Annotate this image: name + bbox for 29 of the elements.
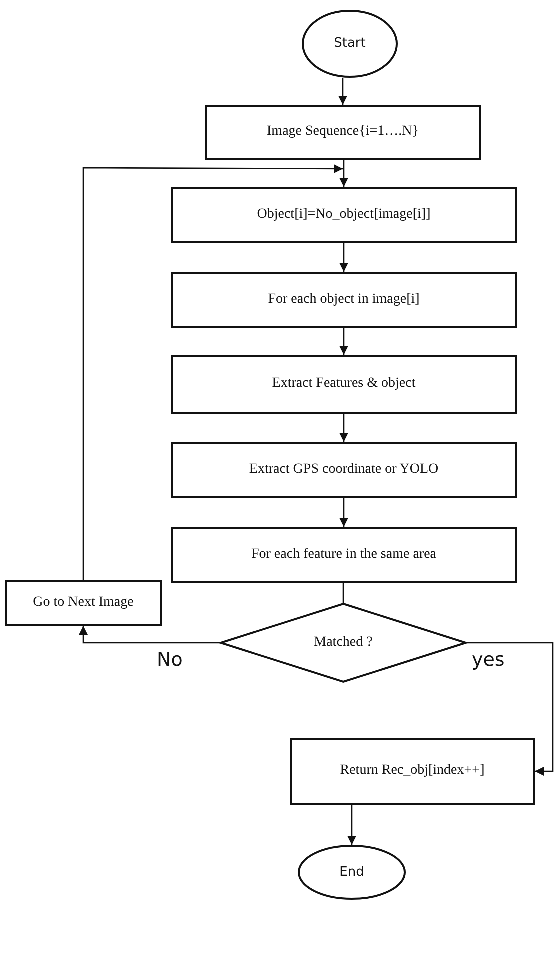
step-text: End <box>340 864 364 882</box>
process-box <box>171 355 517 414</box>
arrow <box>467 642 554 776</box>
step-text: Object[i]=No_object[image[i]] <box>257 206 431 224</box>
arrow <box>340 160 348 187</box>
step-text: Extract Features & object <box>272 375 416 394</box>
step-text: Extract GPS coordinate or YOLO <box>249 460 439 479</box>
arrow <box>340 328 348 355</box>
step-text: For each object in image[i] <box>268 290 420 309</box>
arrow <box>340 414 348 442</box>
arrow <box>82 164 343 580</box>
arrow <box>340 498 348 527</box>
arrow <box>348 805 356 845</box>
step-text: For each feature in the same area <box>251 546 436 564</box>
step-text: Go to Next Image <box>33 594 134 612</box>
step-text: Start <box>334 35 366 53</box>
process-box <box>171 527 517 583</box>
process-box <box>171 442 517 498</box>
step-text: Image Sequence{i=1….N} <box>267 123 419 142</box>
step-text: Matched ? <box>314 634 373 652</box>
step-text: Return Rec_obj[index++] <box>340 762 485 780</box>
process-box <box>290 738 535 805</box>
process-box <box>5 580 162 626</box>
arrow <box>79 626 220 644</box>
arrow <box>340 243 348 272</box>
process-box <box>171 187 517 243</box>
process-box <box>171 272 517 328</box>
process-box <box>205 105 481 160</box>
arrow <box>338 78 348 105</box>
